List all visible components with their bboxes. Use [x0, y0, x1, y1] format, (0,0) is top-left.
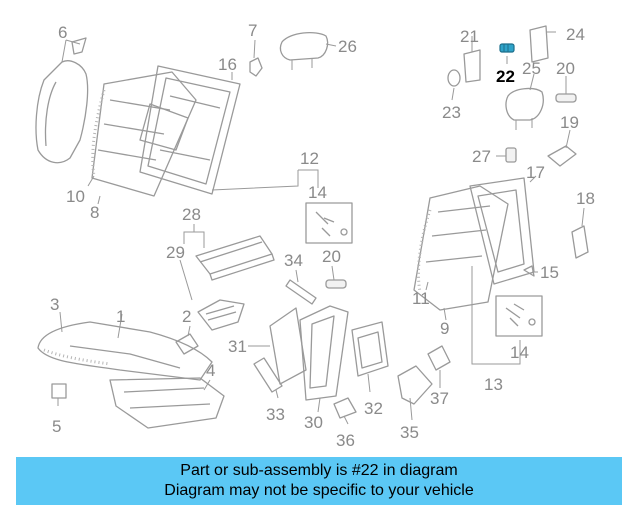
- callout-35: 35: [400, 423, 419, 442]
- part-37-bracket: [427, 345, 451, 371]
- callout-6: 6: [58, 23, 67, 42]
- callout-9: 9: [440, 319, 449, 338]
- part-31-panel: [269, 307, 307, 385]
- part-35-bracket: [397, 365, 433, 405]
- callouts: 6 7 26 16 12 14 10 8 28 29 34 20 3 1 2 3…: [50, 21, 595, 450]
- callout-10: 10: [66, 187, 85, 206]
- part-33-trim: [253, 357, 283, 393]
- callout-36: 36: [336, 431, 355, 450]
- callout-12: 12: [300, 149, 319, 168]
- part-5-clip: [51, 383, 67, 399]
- callout-3: 3: [50, 295, 59, 314]
- part-26-headrest: [279, 31, 329, 70]
- info-banner: Part or sub-assembly is #22 in diagram D…: [16, 457, 622, 505]
- callout-7: 7: [248, 21, 257, 40]
- part-9-front-seatback: [413, 185, 509, 311]
- callout-28: 28: [182, 205, 201, 224]
- callout-34: 34: [284, 251, 303, 270]
- banner-line-1: Part or sub-assembly is #22 in diagram: [180, 462, 458, 479]
- callout-31: 31: [228, 337, 247, 356]
- part-8-seatback-pad: [91, 71, 197, 197]
- part-25-headrest: [505, 87, 544, 130]
- callout-11: 11: [412, 289, 430, 308]
- part-28-cushion-block: [195, 235, 275, 281]
- part-18-bracket: [571, 225, 589, 259]
- callout-27: 27: [472, 147, 491, 166]
- callout-20-right: 20: [556, 59, 575, 78]
- part-20-bolt-left: [325, 279, 347, 289]
- part-6-side-panel: [35, 37, 89, 164]
- banner-line-2: Diagram may not be specific to your vehi…: [164, 482, 474, 499]
- part-36-clip: [333, 397, 357, 419]
- part-22-fastener: [499, 43, 515, 53]
- callout-33: 33: [266, 405, 285, 424]
- leader-lines: [57, 31, 585, 425]
- callout-14-right: 14: [510, 343, 529, 362]
- callout-25: 25: [522, 59, 541, 78]
- callout-23: 23: [442, 103, 461, 122]
- callout-20-left: 20: [322, 247, 341, 266]
- part-19-bracket: [547, 145, 577, 167]
- part-16-seatback-frame: [139, 65, 241, 195]
- callout-30: 30: [304, 413, 323, 432]
- callout-13: 13: [484, 375, 503, 394]
- part-30-back-frame: [299, 305, 349, 401]
- callout-37: 37: [430, 389, 449, 408]
- part-15-clip: [523, 265, 535, 277]
- callout-24: 24: [566, 25, 585, 44]
- part-20-bolt-right: [555, 93, 577, 103]
- part-29-bracket: [197, 299, 245, 331]
- part-2-clip: [175, 333, 199, 355]
- callout-1: 1: [116, 307, 125, 326]
- callout-16: 16: [218, 55, 237, 74]
- callout-14-left: 14: [308, 183, 327, 202]
- callout-2: 2: [182, 307, 191, 326]
- callout-32: 32: [364, 399, 383, 418]
- part-23-washer: [447, 69, 461, 87]
- callout-17: 17: [526, 163, 545, 182]
- callout-4: 4: [206, 361, 215, 380]
- part-1-seat-cushion: [37, 321, 213, 381]
- part-32-back-cover: [351, 321, 389, 377]
- callout-29: 29: [166, 243, 185, 262]
- part-14-kit-box-right: [495, 295, 543, 337]
- part-34-trim: [285, 279, 317, 305]
- part-21-guide: [463, 49, 481, 83]
- part-7-clip: [249, 57, 263, 77]
- callout-22: 22: [496, 67, 515, 86]
- callout-21: 21: [460, 27, 479, 46]
- callout-15: 15: [540, 263, 559, 282]
- part-24-cover: [529, 25, 549, 63]
- part-27-bolt: [505, 147, 517, 163]
- callout-8: 8: [90, 203, 99, 222]
- callout-18: 18: [576, 189, 595, 208]
- callout-5: 5: [52, 417, 61, 436]
- part-14-kit-box-left: [305, 202, 353, 244]
- callout-19: 19: [560, 113, 579, 132]
- callout-26: 26: [338, 37, 357, 56]
- part-4-seat-frame: [109, 377, 225, 429]
